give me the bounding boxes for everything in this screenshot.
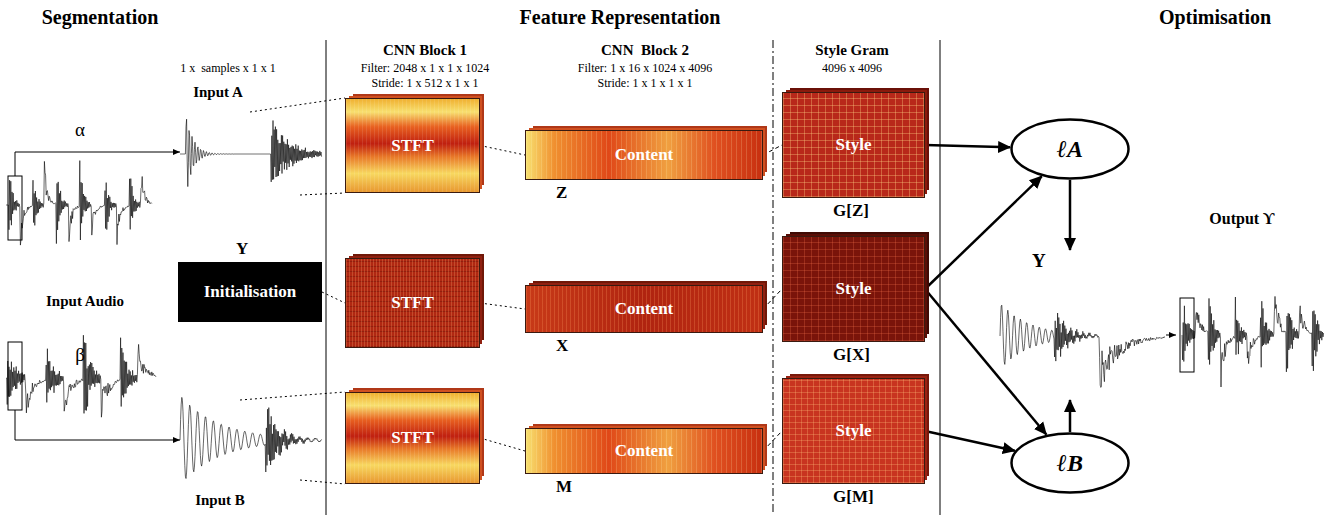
projection-line (300, 193, 345, 195)
content-block: ContentZ (525, 130, 763, 180)
node-label: Content (526, 131, 762, 179)
loss-ellipse: ℓB (1010, 432, 1130, 494)
arrow-connector (1069, 400, 1072, 432)
annotation: Input A (193, 84, 243, 101)
projection-line (300, 480, 345, 484)
annotation: Input B (195, 492, 245, 509)
waveform (6, 161, 152, 246)
node-caption: G[X] (833, 346, 870, 365)
annotation: α (75, 120, 85, 141)
stft-block: STFT (345, 258, 480, 348)
node-label: Style (783, 93, 924, 197)
node-label: Content (526, 429, 762, 473)
loss-ellipse: ℓA (1010, 118, 1130, 180)
waveform (1000, 305, 1165, 387)
segment-wire (15, 410, 180, 440)
node-caption: M (556, 478, 572, 497)
waveform (6, 335, 156, 417)
style-gram: StyleG[Z] (782, 92, 925, 198)
waveform (180, 119, 322, 186)
output-wire (1166, 335, 1176, 336)
annotation: CNN Block 1 (383, 42, 467, 59)
arrow-connector (925, 145, 1010, 147)
projection-line (250, 98, 345, 112)
section-title: Segmentation (42, 6, 159, 28)
annotation: 4096 x 4096 (822, 62, 882, 75)
node-label: Style (783, 379, 924, 483)
annotation: Style Gram (815, 42, 889, 59)
projection-connector (480, 303, 525, 309)
style-gram: StyleG[X] (782, 236, 925, 342)
section-title: Optimisation (1159, 6, 1271, 28)
annotation: Input Audio (46, 293, 124, 310)
waveforms (6, 119, 1324, 478)
projection-connector (763, 289, 782, 309)
annotation: 1 x samples x 1 x 1 (180, 62, 276, 75)
annotation: Stride: 1 x 512 x 1 x 1 (372, 77, 479, 90)
style-gram: StyleG[M] (782, 378, 925, 484)
segment-wire (15, 152, 180, 176)
node-caption: Z (556, 184, 567, 203)
annotation: Filter: 1 x 16 x 1024 x 4096 (578, 62, 712, 75)
section-divider (326, 40, 327, 515)
waveform (180, 397, 322, 478)
node-caption: Y (236, 240, 248, 259)
node-label: STFT (346, 99, 479, 192)
arrow-connector (925, 289, 1046, 435)
projection-connector (322, 292, 345, 303)
node-label: Initialisation (178, 262, 322, 322)
output-segment: Y (1000, 250, 1166, 400)
annotation: CNN Block 2 (601, 42, 689, 59)
content-block: ContentM (525, 428, 763, 474)
stft-block: STFT (345, 98, 480, 193)
initialisation-block: YInitialisation (178, 262, 322, 322)
section-divider (940, 40, 941, 515)
content-block: ContentX (525, 285, 763, 333)
node-label: Content (526, 286, 762, 332)
waveform (1182, 296, 1324, 387)
projection-connector (763, 145, 782, 155)
projection-line (240, 392, 345, 400)
arrow-connector (925, 176, 1042, 289)
node-caption: G[M] (833, 488, 874, 507)
projection-connector (480, 146, 525, 156)
node-label: ℓB (1010, 432, 1130, 494)
arrow-connector (1069, 180, 1072, 250)
arrow-connector (925, 431, 1015, 451)
section-divider (773, 40, 774, 515)
node-caption: G[Z] (833, 202, 869, 221)
stft-block: STFT (345, 392, 480, 484)
node-label: ℓA (1010, 118, 1130, 180)
node-label: Style (783, 237, 924, 341)
section-title: Feature Representation (520, 6, 721, 28)
node-label: STFT (346, 393, 479, 483)
node-caption: X (556, 337, 568, 356)
projection-connector (480, 438, 525, 451)
node-label: STFT (346, 259, 479, 347)
annotation: Filter: 2048 x 1 x 1 x 1024 (361, 62, 489, 75)
annotation: Output ϒ (1209, 210, 1274, 228)
node-caption: Y (1032, 251, 1046, 272)
annotation: β (75, 345, 85, 366)
projection-connector (763, 431, 782, 451)
annotation: Stride: 1 x 1 x 1 x 1 (598, 77, 693, 90)
